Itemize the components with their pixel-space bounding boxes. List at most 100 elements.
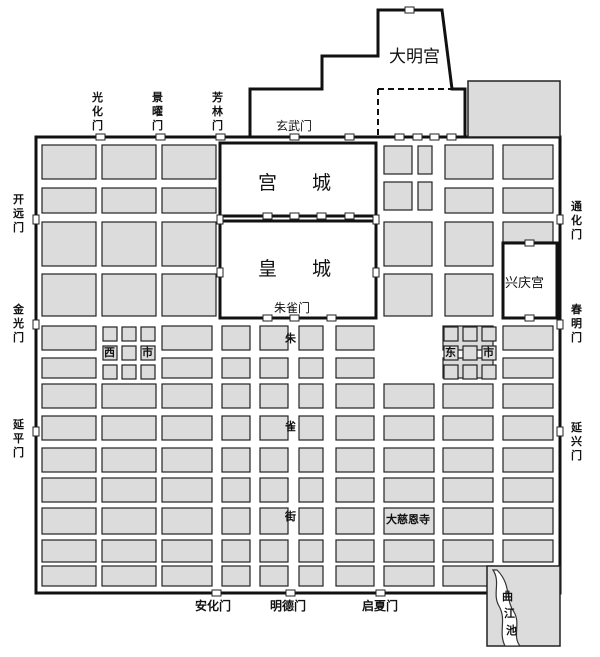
palace-city-label-1: 宫: [258, 172, 277, 194]
gate-marker: [344, 212, 355, 220]
ward-block: [502, 325, 554, 351]
gate-marker: [524, 314, 535, 322]
ward-block: [41, 383, 97, 409]
gate-label-char: 化: [571, 213, 582, 227]
gate-label-char: 光: [12, 316, 24, 330]
ward-block: [221, 507, 251, 535]
lake-label-char-2: 江: [504, 606, 515, 620]
ward-block: [221, 477, 251, 503]
gate-marker: [32, 426, 40, 437]
ward-block: [161, 187, 217, 214]
palace-city-label-2: 城: [312, 172, 331, 194]
zhuque-gate-label: 朱雀门: [274, 300, 310, 315]
ward-block: [161, 357, 213, 379]
ward-block: [502, 383, 554, 409]
east-market-label: 东: [445, 345, 456, 359]
market-grids: 西市东市: [102, 326, 497, 380]
ward-block: [383, 145, 413, 175]
xuanwu-gate-label: 玄武门: [276, 118, 312, 133]
gate-label-char: 明: [571, 317, 582, 330]
ward-block: [442, 415, 494, 441]
ward-block: [444, 187, 494, 214]
gate-label-char: 春: [571, 302, 583, 316]
gate-marker: [285, 589, 296, 597]
ward-block: [41, 187, 97, 214]
gate-label-char: 延: [570, 420, 583, 434]
ward-block: [259, 357, 289, 379]
east-gate-chunming: 春 明 门: [571, 302, 583, 344]
ward-block: [383, 477, 435, 503]
ward-block: [502, 477, 554, 503]
west-market-cell: [140, 326, 156, 342]
ward-block: [41, 357, 97, 379]
gate-label-char: 门: [13, 445, 24, 459]
ward-block: [383, 539, 435, 563]
west-market-cell: [121, 364, 137, 380]
ward-block: [259, 565, 289, 587]
ward-block: [161, 144, 217, 180]
ward-block: [221, 383, 251, 409]
zhuque-street-char-1: 朱: [284, 331, 297, 345]
west-market-cell: [140, 364, 156, 380]
ward-block: [161, 477, 213, 503]
ward-block: [298, 539, 324, 563]
palace-city-wall: [218, 141, 378, 218]
gate-label-char: 兴: [571, 434, 582, 448]
ward-block: [383, 273, 433, 317]
ward-block: [444, 273, 494, 317]
ward-block: [101, 415, 157, 441]
ward-block: [259, 477, 289, 503]
gate-marker: [404, 6, 415, 14]
ward-block: [383, 565, 435, 587]
ward-block: [41, 477, 97, 503]
west-market-cell: [102, 364, 118, 380]
ward-block: [161, 325, 213, 351]
ward-block: [41, 539, 97, 563]
gate-marker: [372, 267, 380, 278]
ward-block: [502, 447, 554, 473]
ward-block: [335, 415, 375, 441]
ward-block: [41, 325, 97, 351]
ward-block: [298, 357, 324, 379]
ward-block: [442, 539, 494, 563]
gate-marker: [216, 214, 224, 225]
ward-block: [221, 325, 251, 351]
ward-block: [101, 565, 157, 587]
ward-block: [221, 357, 251, 379]
east-market-cell: [443, 345, 459, 361]
gate-label-char: 门: [92, 118, 103, 132]
ward-block: [502, 507, 554, 535]
ward-block: [298, 325, 324, 351]
ward-block: [502, 187, 554, 214]
ward-blocks: [41, 144, 554, 587]
ward-block: [298, 477, 324, 503]
xingqing-palace-label: 兴庆宫: [505, 276, 544, 291]
ward-block: [161, 415, 213, 441]
gate-marker: [429, 133, 440, 141]
gate-label-char: 门: [571, 227, 582, 241]
ward-block: [417, 181, 433, 211]
ward-block: [259, 507, 289, 535]
gate-marker: [394, 133, 405, 141]
ward-block: [442, 383, 494, 409]
ward-block: [259, 447, 289, 473]
ward-block: [161, 539, 213, 563]
gate-label-char: 金: [12, 302, 25, 316]
gate-marker: [344, 133, 355, 141]
west-market-cell: [121, 345, 137, 361]
ward-block: [442, 507, 494, 535]
north-gate-guanghua: 光 化 门: [91, 90, 103, 132]
ward-block: [41, 447, 97, 473]
ward-block: [502, 415, 554, 441]
gate-marker: [412, 133, 423, 141]
gate-label-char: 林: [212, 104, 223, 118]
ward-block: [221, 539, 251, 563]
east-market-label: 市: [483, 345, 494, 359]
ward-block: [41, 415, 97, 441]
ward-block: [383, 507, 435, 535]
ward-block: [442, 447, 494, 473]
west-market-cell: [121, 326, 137, 342]
ward-block: [161, 565, 213, 587]
ward-block: [335, 357, 375, 379]
gate-label-char: 曜: [152, 105, 163, 118]
